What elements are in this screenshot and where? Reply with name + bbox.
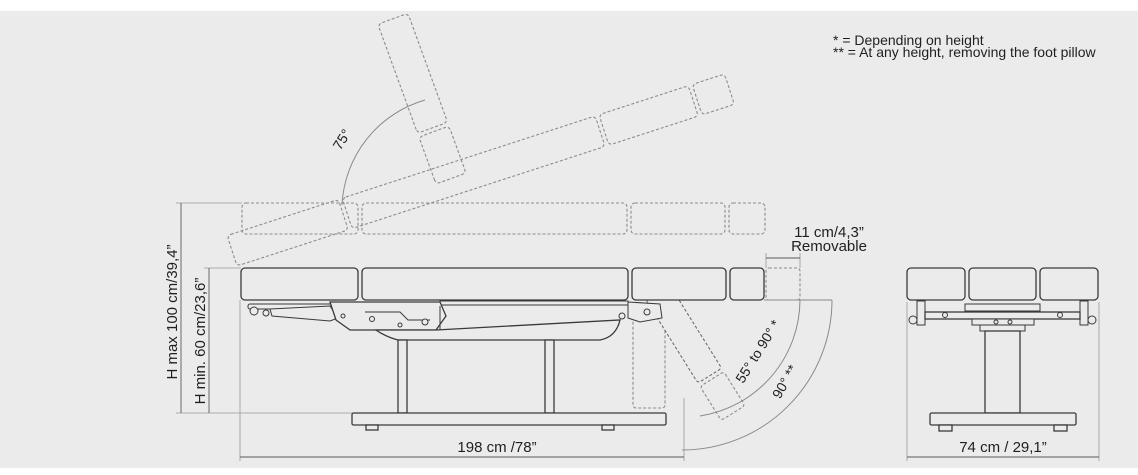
back-cushion: [361, 267, 629, 301]
width-label: 74 cm / 29,1”: [959, 439, 1047, 456]
support-strut: [269, 305, 339, 322]
backrest-upright-upper-segment: [378, 13, 448, 133]
legend-note-single: * = Depending on height: [833, 32, 984, 48]
leg-rest-angle-arc: [699, 299, 801, 417]
foot-pad: [601, 424, 615, 431]
backrest-upright-lower-segment: [419, 126, 466, 184]
leg-cushion: [631, 267, 727, 301]
bolt: [618, 312, 626, 320]
tilted-head-cushion: [227, 199, 348, 266]
bolt: [1007, 319, 1013, 325]
foot-pillow-angled: [700, 372, 745, 420]
dimension-width: 74 cm / 29,1”: [906, 302, 1100, 461]
drawing-background: [0, 11, 1138, 468]
column-post-left: [397, 339, 408, 414]
frame-mechanism-side: [247, 300, 663, 341]
roller-wheel-small: [262, 309, 270, 317]
bolt: [340, 313, 346, 319]
adjust-knob-left: [908, 315, 918, 325]
foot-cushion: [729, 267, 765, 301]
front-view: 74 cm / 29,1”: [906, 267, 1100, 461]
removable-foot-pillow: [765, 267, 801, 301]
tilted-back-cushion: [342, 116, 605, 229]
front-mount: [964, 303, 1041, 312]
cross-tube: [924, 311, 1081, 320]
bolt: [643, 308, 651, 316]
column-post-right: [544, 339, 555, 414]
legend: * = Depending on height ** = At any heig…: [833, 32, 1097, 60]
column-cap: [979, 324, 1026, 332]
base-plate-front: [929, 412, 1077, 426]
front-cushion-left: [906, 267, 966, 301]
raised-leg-cushion: [630, 202, 726, 235]
foot-pad: [365, 424, 379, 431]
hinge-bracket: [329, 301, 447, 331]
foot-angle-arc: [681, 299, 833, 451]
backrest-upright-position: [378, 13, 466, 184]
head-cushion: [240, 267, 359, 301]
removable-label: Removable: [791, 238, 867, 255]
bolt: [942, 312, 948, 318]
height-max-label: H max 100 cm/39,4”: [164, 244, 181, 379]
adjust-knob-right: [1087, 315, 1097, 325]
front-mount-plate: [971, 318, 1035, 326]
raised-foot-cushion: [728, 202, 766, 235]
foot-pad: [938, 424, 953, 432]
front-cushion-center: [968, 267, 1037, 301]
tilted-top-position: [227, 74, 734, 266]
base-plate-side: [351, 412, 667, 426]
bolt: [421, 318, 429, 326]
height-min-label: H min. 60 cm/23,6”: [192, 278, 209, 405]
backrest-angle-arc: [341, 99, 426, 206]
front-arm-right: [1079, 300, 1089, 326]
bolt: [397, 322, 403, 328]
bracket-detail-line: [365, 311, 430, 321]
lower-housing: [373, 319, 621, 341]
dimension-height-min: H min. 60 cm/23,6”: [192, 267, 241, 413]
roller-wheel: [249, 306, 259, 316]
tilted-leg-cushion: [599, 86, 698, 145]
dimension-height-max: H max 100 cm/39,4”: [164, 202, 352, 414]
top-rail: [439, 300, 629, 306]
length-label: 198 cm /78”: [457, 439, 536, 456]
front-cushion-right: [1039, 267, 1099, 301]
dimension-removable: 11 cm/4,3” Removable: [765, 224, 867, 268]
raised-head-cushion: [241, 202, 359, 235]
bolt: [369, 316, 375, 322]
removable-length-label: 11 cm/4,3”: [794, 224, 864, 241]
bolt: [993, 319, 999, 325]
bolt: [1057, 312, 1063, 318]
front-column: [984, 330, 1021, 414]
raised-top-position: [241, 202, 766, 235]
front-arm-left: [916, 300, 926, 326]
dimension-length: 198 cm /78”: [239, 300, 685, 461]
frame-mechanism-front: [908, 300, 1097, 332]
raised-back-cushion: [361, 202, 628, 235]
foot-pad: [1053, 424, 1068, 432]
legend-note-double: ** = At any height, removing the foot pi…: [833, 44, 1097, 60]
side-view: 75° 55° to 90° * 90° **: [164, 13, 867, 461]
cushions-side: [240, 267, 765, 301]
